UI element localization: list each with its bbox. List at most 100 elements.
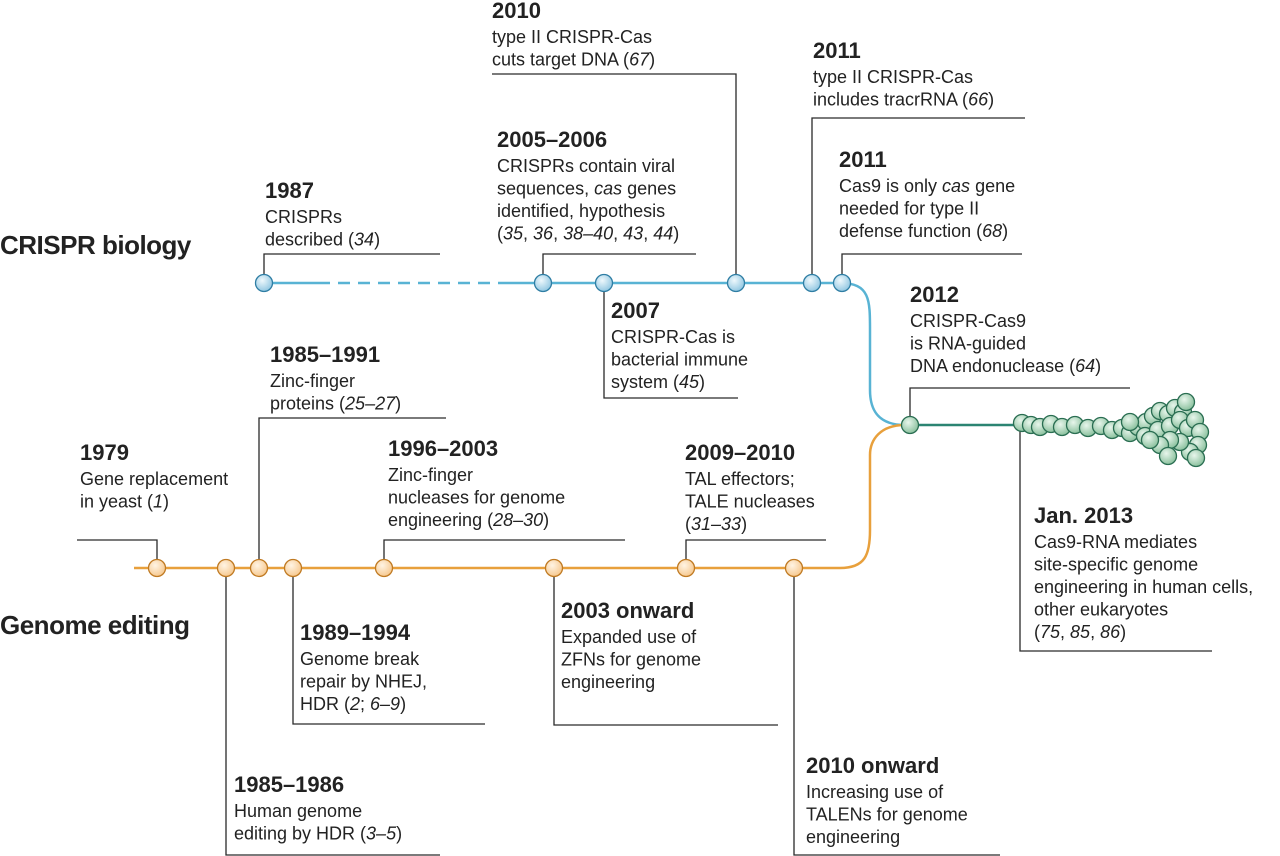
event-year: 2005–2006 [497, 127, 607, 152]
citation-ref: 44 [653, 224, 673, 244]
citation-ref: 35 [503, 224, 524, 244]
node-2010-onward [784, 558, 804, 578]
citation-ref: 28–30 [492, 510, 543, 530]
citation-ref: 3–5 [366, 824, 397, 844]
citation-ref: 85 [1070, 622, 1091, 642]
event-description-line: other eukaryotes [1034, 600, 1168, 620]
event-description-line: Increasing use of [806, 782, 944, 802]
description-text: described ( [265, 230, 354, 250]
event-description-line: defense function (68) [839, 221, 1008, 241]
description-text: ( [685, 514, 691, 534]
event-description-line: CRISPRs contain viral [497, 156, 675, 176]
cluster-node [1158, 446, 1178, 466]
description-text: type II CRISPR-Cas [813, 67, 973, 87]
timeline-tracks [134, 281, 1030, 570]
citation-ref: 34 [354, 230, 374, 250]
description-text: TAL effectors; [685, 469, 795, 489]
description-text: , [1060, 622, 1070, 642]
description-text: sequences, [497, 179, 594, 199]
description-text: , [553, 224, 563, 244]
description-text: ) [988, 90, 994, 110]
node-2003 [544, 558, 564, 578]
citation-ref: 31–33 [691, 514, 741, 534]
description-text: , [1090, 622, 1100, 642]
node-2005 [533, 273, 553, 293]
citation-ref: cas [594, 179, 622, 199]
event-description-line: Zinc-finger [388, 465, 473, 485]
event-description-line: proteins (25–27) [270, 394, 401, 414]
description-text: ) [673, 224, 679, 244]
description-text: Gene replacement [80, 469, 228, 489]
cluster-node [1176, 392, 1196, 412]
node-2011a [802, 273, 822, 293]
event-year: 1985–1991 [270, 342, 380, 367]
leader-1985b [258, 417, 446, 568]
leader-2010-onward [793, 568, 1000, 856]
node-2009 [676, 558, 696, 578]
event-description-line: Expanded use of [561, 627, 697, 647]
leader-2011b [841, 253, 1022, 283]
event-year: 2011 [813, 38, 861, 63]
node-1989 [283, 558, 303, 578]
description-text: engineering [561, 672, 655, 692]
description-text: CRISPR-Cas is [611, 327, 735, 347]
event-description-line: HDR (2; 6–9) [300, 694, 406, 714]
leader-2011a [811, 117, 1025, 283]
description-text: Increasing use of [806, 782, 944, 802]
description-text: CRISPRs contain viral [497, 156, 675, 176]
crispr-track-curve [500, 281, 906, 427]
event-year: 2003 onward [561, 598, 694, 623]
event-description-line: site-specific genome [1034, 555, 1198, 575]
description-text: Genome break [300, 649, 420, 669]
description-text: Expanded use of [561, 627, 697, 647]
description-text: gene [970, 176, 1015, 196]
event-description-line: engineering in human cells, [1034, 577, 1253, 597]
node-2012 [900, 415, 920, 435]
description-text: , [523, 224, 533, 244]
event-description-line: system (45) [611, 372, 705, 392]
cluster-node [1120, 412, 1140, 432]
event-year: 1979 [80, 440, 129, 465]
description-text: TALE nucleases [685, 492, 815, 512]
description-text: defense function ( [839, 221, 982, 241]
citation-ref: 67 [629, 50, 650, 70]
leader-1989 [292, 568, 485, 725]
event-year: 1985–1986 [234, 772, 344, 797]
description-text: ) [400, 694, 406, 714]
node-2007 [594, 273, 614, 293]
event-year: 2009–2010 [685, 440, 795, 465]
description-text: ) [163, 492, 169, 512]
event-description-line: needed for type II [839, 199, 979, 219]
description-text: Zinc-finger [270, 371, 355, 391]
description-text: ) [374, 230, 380, 250]
citation-ref: 36 [533, 224, 554, 244]
description-text: genes [622, 179, 676, 199]
event-description-line: TAL effectors; [685, 469, 795, 489]
description-text: , [613, 224, 623, 244]
event-description-line: Genome break [300, 649, 420, 669]
event-description-line: (35, 36, 38–40, 43, 44) [497, 224, 679, 244]
description-text: is RNA-guided [910, 334, 1026, 354]
description-text: CRISPRs [265, 207, 342, 227]
leader-2009 [685, 539, 826, 568]
event-year: Jan. 2013 [1034, 503, 1133, 528]
event-description-line: CRISPR-Cas9 [910, 311, 1026, 331]
description-text: ZFNs for genome [561, 650, 701, 670]
cluster-node [1140, 430, 1160, 450]
node-1979 [147, 558, 167, 578]
event-description-line: identified, hypothesis [497, 201, 665, 221]
leader-2005 [542, 253, 696, 283]
description-text: ( [1034, 622, 1040, 642]
description-text: ) [741, 514, 747, 534]
event-description-line: sequences, cas genes [497, 179, 676, 199]
leader-1987 [263, 253, 440, 283]
